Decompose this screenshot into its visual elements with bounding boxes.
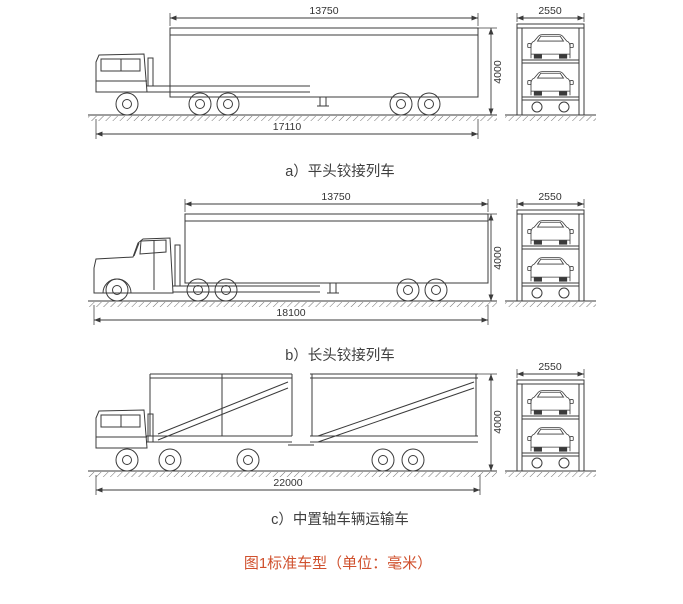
ground-a (88, 114, 497, 121)
tractor-cab (95, 53, 154, 93)
section-label-a: a）平头铰接列车 (285, 162, 395, 180)
dimension-box-length-b: 13750 (184, 191, 489, 212)
rear-view-rack-c (505, 369, 596, 477)
wheel (417, 92, 441, 116)
wheel (424, 278, 448, 302)
ground-b (88, 300, 497, 307)
trailer-box (184, 213, 489, 284)
dim-value-total-length-a: 17110 (273, 121, 302, 133)
dimension-height-c: 4000 (478, 373, 504, 471)
wheel (389, 92, 413, 116)
dim-value-box-length-a: 13750 (309, 5, 338, 17)
section-label-c: c）中置轴车辆运输车 (271, 511, 409, 528)
figure-caption: 图1标准车型（单位：毫米） (244, 554, 432, 572)
dim-value-rear-width-c: 2550 (538, 361, 562, 373)
dimension-box-length-a: 13750 (169, 5, 479, 26)
dim-value-height-c: 4000 (492, 410, 504, 434)
figure-a: 13750 4000 (88, 5, 596, 180)
dimension-height-a: 4000 (478, 27, 504, 115)
dimension-total-length-a: 17110 (95, 119, 479, 139)
dimension-total-length-c: 22000 (95, 475, 481, 495)
wheel (115, 448, 139, 472)
truck-side-view-a (95, 27, 479, 116)
wheel (105, 278, 129, 302)
wheel (186, 278, 210, 302)
dimension-total-length-b: 18100 (93, 305, 489, 325)
tractor-cab (93, 237, 174, 294)
wheel (396, 278, 420, 302)
trailer-box (169, 27, 479, 98)
wheel (188, 92, 212, 116)
wheel (158, 448, 182, 472)
figure-c: 4000 22000 2550 c）中置轴车辆运输车 (88, 361, 596, 528)
truck-side-view-c (95, 373, 478, 472)
dimension-height-b: 4000 (488, 213, 504, 301)
dim-value-height-a: 4000 (492, 60, 504, 84)
tractor-cab (95, 409, 154, 449)
wheel (214, 278, 238, 302)
truck-side-view-b (93, 213, 489, 302)
dim-value-box-length-b: 13750 (321, 191, 350, 203)
wheel (216, 92, 240, 116)
dim-value-rear-width-b: 2550 (538, 191, 562, 203)
rear-view-rack-b (505, 199, 596, 307)
dim-value-total-length-b: 18100 (276, 307, 305, 319)
wheel (115, 92, 139, 116)
section-label-b: b）长头铰接列车 (285, 346, 395, 364)
dim-value-height-b: 4000 (492, 246, 504, 270)
dim-value-rear-width-a: 2550 (538, 5, 562, 17)
rear-view-rack-a (505, 13, 596, 121)
wheel (236, 448, 260, 472)
figure-b: 13750 4 (88, 191, 596, 364)
dim-value-total-length-c: 22000 (273, 477, 302, 489)
wheel (401, 448, 425, 472)
ground-c (88, 470, 497, 477)
wheel (371, 448, 395, 472)
